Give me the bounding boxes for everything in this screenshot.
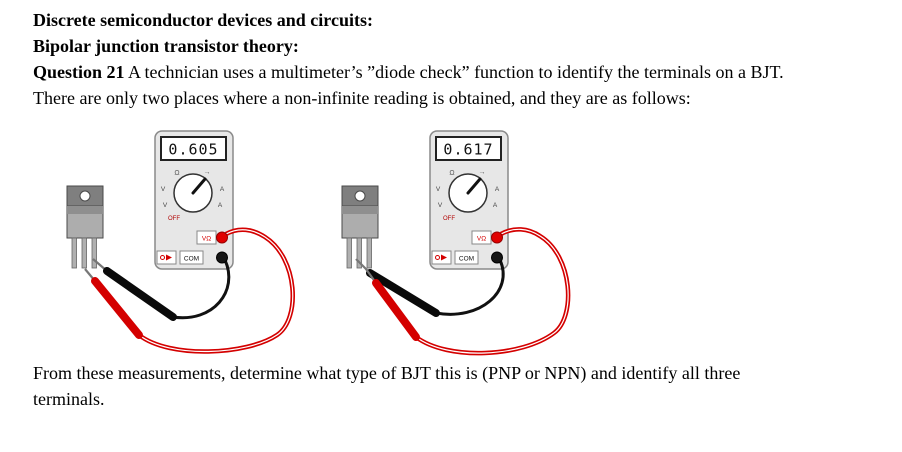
worksheet-page: Discrete semiconductor devices and circu… xyxy=(33,7,902,409)
com-label: COM xyxy=(184,256,199,263)
question-text: A technician uses a multimeter’s ”diode … xyxy=(33,62,784,108)
mounting-hole xyxy=(354,190,366,202)
measurement-figure-2: 0.617 Ω → V V A A OFF VΩ COM xyxy=(341,130,571,356)
black-test-lead xyxy=(172,259,231,320)
multimeter: 0.605 Ω → V V A A OFF VΩ COM xyxy=(154,130,234,270)
red-probe-handle xyxy=(91,277,143,339)
red-test-lead-highlight xyxy=(415,228,569,354)
red-plug xyxy=(216,231,228,244)
amps-mark: A xyxy=(218,202,223,209)
mounting-hole xyxy=(79,190,91,202)
red-probe xyxy=(84,268,143,339)
off-label: OFF xyxy=(443,216,455,222)
question-block: Discrete semiconductor devices and circu… xyxy=(33,7,813,111)
transistor-leg-3 xyxy=(91,237,97,269)
black-probe xyxy=(92,258,177,321)
amps-mark: A xyxy=(495,186,500,193)
measurement-figure-1: 0.605 Ω → V V A A OFF VΩ COM xyxy=(66,130,295,354)
transistor-ridge xyxy=(67,206,103,214)
com-label: COM xyxy=(459,256,474,263)
figure-row: 0.605 Ω → V V A A OFF VΩ COM xyxy=(33,123,902,358)
black-plug xyxy=(216,251,228,264)
ohm-symbol: Ω xyxy=(449,170,454,177)
red-probe-handle xyxy=(372,279,420,341)
transistor-leg-1 xyxy=(346,237,352,269)
closing-paragraph: From these measurements, determine what … xyxy=(33,363,741,409)
lcd-display xyxy=(160,136,227,161)
transistor xyxy=(66,185,104,269)
com-jack-box xyxy=(179,250,204,265)
jack-icon xyxy=(435,255,440,260)
meter-reading: 0.605 xyxy=(168,141,218,159)
transistor-leg-3 xyxy=(366,237,372,269)
heading-topic: Discrete semiconductor devices and circu… xyxy=(33,10,373,30)
black-plug xyxy=(491,251,503,264)
dial-pointer xyxy=(466,177,482,195)
dial-pointer xyxy=(191,177,207,195)
black-probe-handle xyxy=(366,269,440,317)
amps-mark: A xyxy=(493,202,498,209)
volts-mark: V xyxy=(161,186,166,193)
ohm-symbol: Ω xyxy=(174,170,179,177)
transistor xyxy=(341,185,379,269)
vohm-jack-label: VΩ xyxy=(477,236,486,243)
meter-reading: 0.617 xyxy=(443,141,493,159)
amps-mark: A xyxy=(220,186,225,193)
transistor-leg-1 xyxy=(71,237,77,269)
jack-arrow-icon xyxy=(441,254,447,261)
question-number: Question 21 xyxy=(33,62,125,82)
black-probe-handle xyxy=(103,267,177,321)
multimeter: 0.617 Ω → V V A A OFF VΩ COM xyxy=(429,130,509,270)
vohm-jack-label: VΩ xyxy=(202,236,211,243)
red-plug xyxy=(491,231,503,244)
off-label: OFF xyxy=(168,216,180,222)
transistor-leg-2 xyxy=(81,237,87,269)
com-jack-box xyxy=(454,250,479,265)
black-test-lead xyxy=(435,259,505,316)
volts-mark: V xyxy=(163,202,168,209)
question-paragraph: Question 21 A technician uses a multimet… xyxy=(33,59,813,111)
jack-arrow-icon xyxy=(166,254,172,261)
heading-subtopic: Bipolar junction transistor theory: xyxy=(33,36,299,56)
volts-mark: V xyxy=(438,202,443,209)
red-test-lead-highlight xyxy=(138,229,294,353)
transistor-ridge xyxy=(342,206,378,214)
transistor-leg-2 xyxy=(356,237,362,269)
diode-symbol: → xyxy=(204,169,211,176)
volts-mark: V xyxy=(436,186,441,193)
lcd-display xyxy=(435,136,502,161)
diode-symbol: → xyxy=(479,169,486,176)
red-probe xyxy=(365,268,420,341)
jack-icon xyxy=(160,255,165,260)
